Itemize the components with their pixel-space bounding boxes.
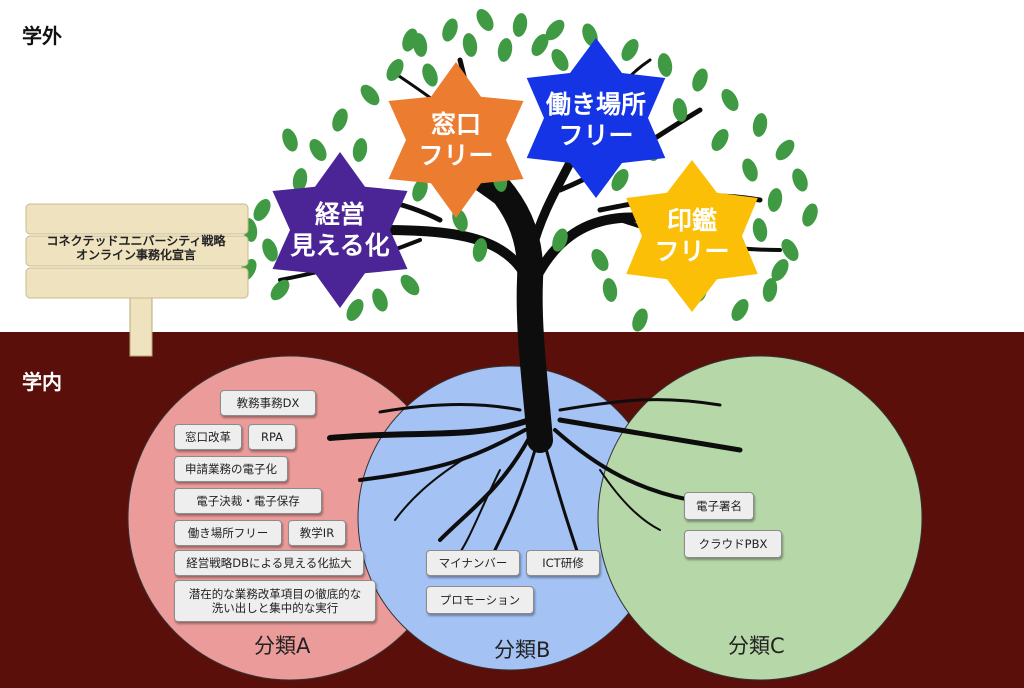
leaf [742,158,758,182]
star-inkan-text: 印鑑 フリー [654,206,730,266]
leaf [402,28,418,52]
category-b-label: 分類B [494,638,551,662]
leaf [711,129,729,151]
leaf [551,49,569,71]
leaf [611,169,629,191]
leaf [672,98,688,122]
star-hataraki [526,38,666,198]
leaf [767,188,783,212]
leaf [545,19,565,41]
leaf [282,128,298,152]
star-inkan [626,160,758,312]
leaf [360,84,380,106]
star-hataraki-text: 働き場所 フリー [545,90,646,150]
leaf [792,168,808,192]
leaf [721,89,739,111]
leaf [372,288,388,312]
tag-a-4: 電子決裁・電子保存 [174,488,322,514]
tag-c-1: クラウドPBX [684,530,782,558]
sign-text: コネクテッドユニバーシティ戦略 オンライン事務化宣言 [46,234,226,262]
tag-b-2: プロモーション [426,586,534,614]
outside-label: 学外 [22,24,62,48]
tag-a-7: 経営戦略DBによる見える化拡大 [174,550,364,576]
leaf [657,53,673,77]
leaf [332,108,348,132]
inside-label: 学内 [22,370,62,394]
leaf [462,33,478,57]
leaf [346,299,364,321]
star-keiei [272,152,408,308]
tag-a-1: 窓口改革 [174,424,242,450]
leaf [802,203,818,227]
tag-b-1: ICT研修 [526,550,600,576]
leaf [731,299,749,321]
leaf [752,218,768,242]
tag-a-2: RPA [248,424,296,450]
leaf [472,238,488,262]
leaf [512,13,528,37]
star-keiei-text: 経営 見える化 [290,200,390,260]
tag-b-0: マイナンバー [426,550,520,576]
star-madoguchi [388,62,524,218]
leaf [762,278,778,302]
leaf [771,259,789,281]
tree-roots [327,398,743,562]
tag-a-6: 教学IR [288,520,346,546]
leaf [552,228,568,252]
leaf [781,239,799,261]
leaf [442,18,458,42]
star-madoguchi-text: 窓口 フリー [418,110,494,170]
leaf [591,249,609,271]
leaf [752,113,768,137]
leaf [253,199,271,221]
tag-a-0: 教務事務DX [220,390,316,416]
tag-a-5: 働き場所フリー [174,520,282,546]
leaf [292,168,308,192]
tag-a-8: 潜在的な業務改革項目の徹底的な 洗い出しと集中的な実行 [174,580,376,622]
leaf [692,68,708,92]
leaf [476,9,494,31]
leaf [262,238,278,262]
tag-a-3: 申請業務の電子化 [174,456,288,482]
tag-c-0: 電子署名 [684,492,754,520]
category-c-circle [597,355,923,681]
signboard [25,203,249,357]
leaf [775,139,795,161]
leaf [412,178,428,202]
leaf [270,279,290,301]
leaf [497,38,513,62]
leaf [309,139,327,161]
leaf [621,39,639,61]
leaf [352,138,368,162]
leaf [582,23,598,47]
category-c-label: 分類C [728,634,785,658]
leaf [531,34,549,56]
leaf [386,59,404,81]
leaf [422,63,438,87]
leaf [632,308,648,332]
category-a-label: 分類A [254,634,311,658]
leaf [400,274,420,296]
leaf [602,278,618,302]
